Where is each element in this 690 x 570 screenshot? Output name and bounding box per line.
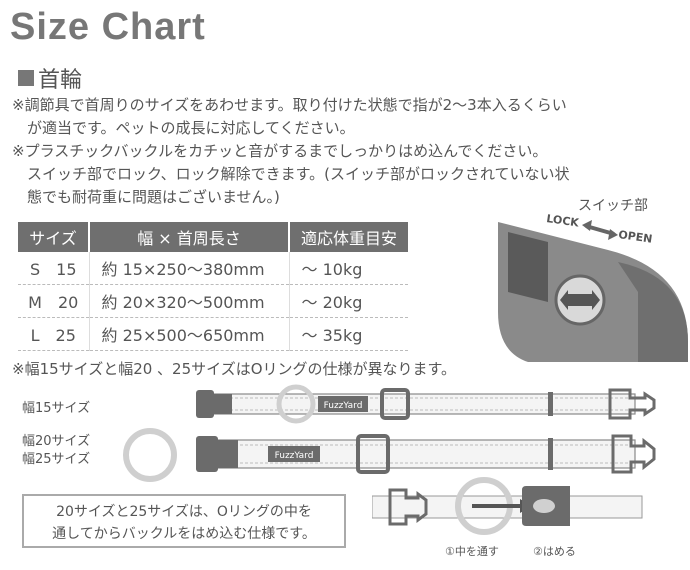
buckle-illustration: スイッチ部 LOCK OPEN: [498, 198, 688, 362]
table-cell: 〜 20kg: [289, 284, 408, 318]
table-cell: L 25: [18, 317, 90, 351]
keeper: [548, 392, 553, 416]
note-line: が適当です。ペットの成長に対応してください。: [12, 119, 355, 137]
table-cell: 〜 10kg: [289, 252, 408, 285]
collar-strap: [209, 393, 636, 415]
table-cell: 約 15×250〜380mm: [89, 252, 290, 285]
size-table: サイズ 幅 × 首周長さ 適応体重目安 S 15 約 15×250〜380mm …: [18, 222, 408, 351]
table-header-row: サイズ 幅 × 首周長さ 適応体重目安: [18, 222, 408, 252]
buckle-female: [214, 394, 232, 414]
keeper: [548, 438, 553, 470]
step-1: ①中を通す: [445, 545, 499, 558]
note-line: スイッチ部でロック、ロック解除できます。(スイッチ部がロックされていない状: [12, 165, 570, 183]
switch-arrow-icon: [560, 290, 600, 310]
table-header: 適応体重目安: [289, 222, 408, 252]
collar-15-illustration: FuzzYard: [196, 384, 656, 424]
buckle-male: [388, 488, 428, 526]
brand-text: FuzzYard: [275, 451, 314, 461]
brand-label: [268, 446, 320, 462]
table-cell: S 15: [18, 252, 90, 285]
ring-note: ※幅15サイズと幅20 、25サイズはOリングの仕様が異なります。: [12, 360, 457, 378]
square-bullet-icon: [18, 70, 34, 86]
table-cell: M 20: [18, 284, 90, 318]
table-header: 幅 × 首周長さ: [89, 222, 290, 252]
assembly-note-box: 20サイズと25サイズは、Oリングの中を 通してからバックルをはめ込む仕様です。: [22, 494, 346, 548]
section-title: 首輪: [38, 68, 83, 93]
page-title: Size Chart: [10, 6, 206, 48]
switch-dial: [533, 499, 555, 513]
table-header: サイズ: [18, 222, 90, 252]
box-line: 通してからバックルをはめ込む仕様です。: [52, 526, 316, 542]
buckle-female: [196, 436, 218, 472]
brand-label: [318, 396, 368, 412]
collar-25-label: 幅25サイズ: [22, 452, 91, 467]
note-line: 態でも耐荷重に問題はございません。): [12, 188, 280, 206]
table-row: L 25 約 25×500〜650mm 〜 35kg: [18, 317, 408, 351]
collar-20-25-illustration: FuzzYard: [123, 428, 656, 482]
slider: [380, 388, 410, 420]
section-heading: 首輪: [18, 62, 82, 94]
table-cell: 約 25×500〜650mm: [89, 317, 290, 351]
o-ring: [276, 384, 316, 424]
table-cell: 約 20×320〜500mm: [89, 284, 290, 318]
note-line: ※調節具で首周りのサイズをあわせます。取り付けた状態で指が2〜3本入るくらい: [12, 96, 567, 114]
buckle-strap: [618, 262, 688, 362]
care-notes: ※調節具で首周りのサイズをあわせます。取り付けた状態で指が2〜3本入るくらい が…: [12, 94, 570, 209]
o-ring: [123, 428, 177, 482]
buckle-male: [611, 434, 656, 474]
collar-20-label: 幅20サイズ: [22, 434, 91, 449]
lock-label: LOCK: [546, 212, 581, 229]
brand-text: FuzzYard: [324, 401, 363, 411]
assembly-illustration: [372, 477, 643, 535]
collar-15-label: 幅15サイズ: [22, 401, 91, 416]
buckle-slot: [508, 232, 548, 302]
double-arrow-icon: [582, 220, 618, 240]
table-row: S 15 約 15×250〜380mm 〜 10kg: [18, 252, 408, 285]
switch-label: スイッチ部: [578, 198, 648, 214]
table-row: M 20 約 20×320〜500mm 〜 20kg: [18, 284, 408, 318]
box-line: 20サイズと25サイズは、Oリングの中を: [56, 504, 312, 520]
step-2: ②はめる: [533, 545, 576, 558]
note-line: ※プラスチックバックルをカチッと音がするまでしっかりはめ込んでください。: [12, 142, 548, 160]
slider: [356, 434, 390, 474]
buckle-female: [218, 440, 238, 468]
buckle-male: [608, 388, 656, 420]
buckle-female: [196, 390, 214, 418]
table-cell: 〜 35kg: [289, 317, 408, 351]
open-label: OPEN: [618, 228, 654, 246]
